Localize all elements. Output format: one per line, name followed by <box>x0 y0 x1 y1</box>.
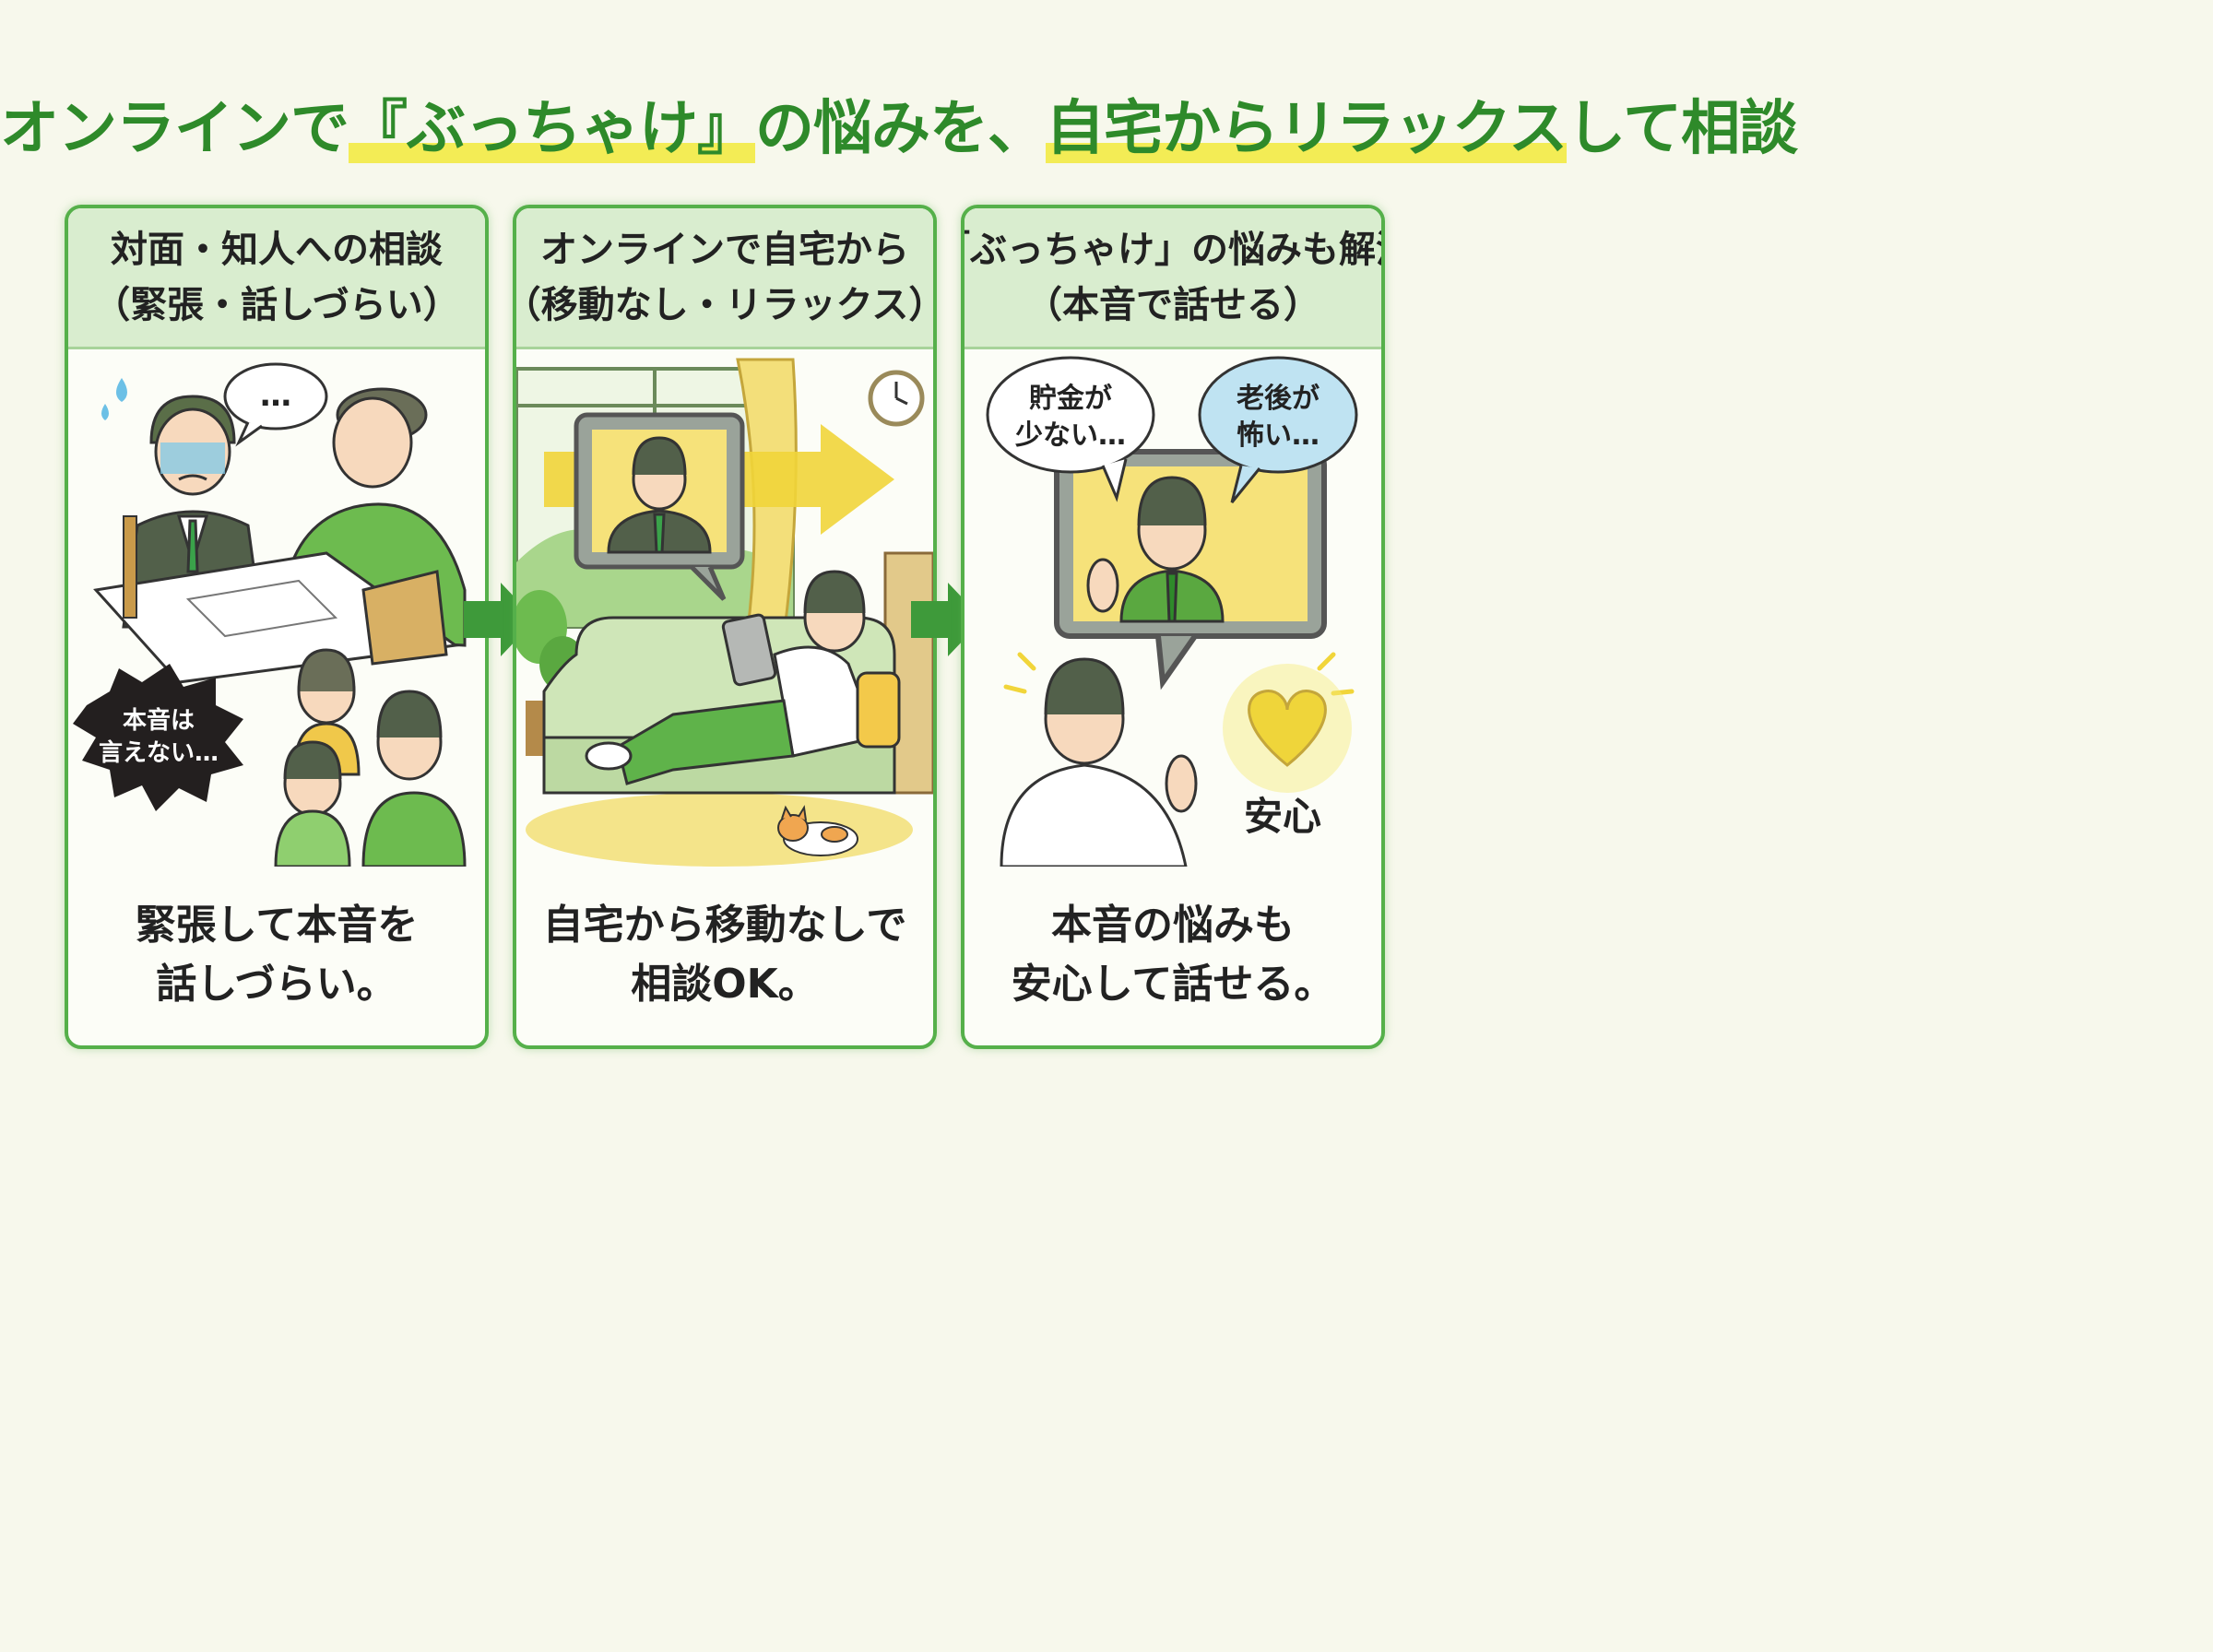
caption-line2: 安心して話せる。 <box>1011 961 1335 1008</box>
home-scene <box>516 358 933 867</box>
bubble2-line1: 老後が <box>1237 383 1320 415</box>
page-title: オンラインで『ぶっちゃけ』の悩みを、自宅からリラックスして相談 <box>0 81 1798 166</box>
speech-bubble-savings <box>986 356 1155 502</box>
panel-heading-line1: 「ぶっちゃけ」の悩みも解決 <box>964 229 1381 271</box>
caption-line1: 本音の悩みも <box>1051 902 1295 949</box>
clock-icon <box>868 370 925 427</box>
panel-caption: 本音の悩みも 安心して話せる。 <box>964 872 1381 1038</box>
illustration-honest-talk: 貯金が 少ない… 老後が 怖い… <box>964 350 1381 867</box>
speech-bubble <box>223 362 328 447</box>
honest-talk-scene: 貯金が 少ない… 老後が 怖い… <box>986 356 1358 867</box>
title-part3: して相談 <box>1567 95 1798 163</box>
panel-caption: 自宅から移動なしで 相談OK。 <box>516 872 933 1038</box>
relief-label: 安心 <box>1244 794 1321 839</box>
title-part2: の悩みを、 <box>755 95 1047 163</box>
relieved-man <box>1000 657 1198 867</box>
panel-honest-talk: 「ぶっちゃけ」の悩みも解決 （本音で話せる） 貯金が <box>961 205 1385 1049</box>
caption-line2: 話しづらい。 <box>156 961 397 1008</box>
advisor-on-screen <box>607 436 712 554</box>
heart-icon <box>1248 690 1327 767</box>
panel-heading: 「ぶっちゃけ」の悩みも解決 （本音で話せる） <box>964 208 1381 349</box>
panel-heading-line2: （本音で話せる） <box>1025 284 1320 326</box>
bubble2-line2: 怖い… <box>1237 419 1320 452</box>
illustration-online-home <box>516 350 933 867</box>
family-group <box>274 648 467 867</box>
panel-heading-line1: オンラインで自宅から <box>540 229 909 271</box>
panel-caption: 緊張して本音を 話しづらい。 <box>68 872 485 1038</box>
panel-heading-line2: （緊張・話しづらい） <box>93 284 460 326</box>
panel-heading: オンラインで自宅から （移動なし・リラックス） <box>516 208 933 349</box>
panel-face-to-face: 対面・知人への相談 （緊張・話しづらい） … <box>65 205 489 1049</box>
panel-heading-line2: （移動なし・リラックス） <box>513 284 937 326</box>
panel-heading-line1: 対面・知人への相談 <box>111 229 443 271</box>
cat-icon <box>777 805 858 856</box>
caption-line1: 緊張して本音を <box>135 902 419 949</box>
advisor-on-screen <box>1086 476 1225 623</box>
burst-text-line1: 本音は <box>123 706 195 735</box>
title-highlight-1: 『ぶっちゃけ』 <box>349 95 756 163</box>
illustration-face-to-face: … 本音は 言えない… <box>68 350 485 867</box>
face-to-face-scene: … 本音は 言えない… <box>73 362 467 867</box>
relaxing-man <box>585 570 901 785</box>
burst-shape <box>73 664 243 811</box>
caption-line1: 自宅から移動なしで <box>542 902 907 949</box>
sweat-drop-icon <box>116 378 127 402</box>
burst-text-line2: 言えない… <box>99 739 219 767</box>
bubble1-line1: 貯金が <box>1029 383 1112 415</box>
speech-bubble-retirement <box>1198 356 1358 503</box>
title-highlight-2: 自宅からリラックス <box>1046 95 1568 163</box>
bubble1-line2: 少ない… <box>1015 419 1126 452</box>
plant <box>516 590 586 756</box>
panel-heading: 対面・知人への相談 （緊張・話しづらい） <box>68 208 485 349</box>
speech-dots: … <box>260 377 291 414</box>
panel-online-home: オンラインで自宅から （移動なし・リラックス） <box>513 205 937 1049</box>
caption-line2: 相談OK。 <box>631 961 819 1008</box>
title-part1: オンラインで <box>0 95 349 163</box>
